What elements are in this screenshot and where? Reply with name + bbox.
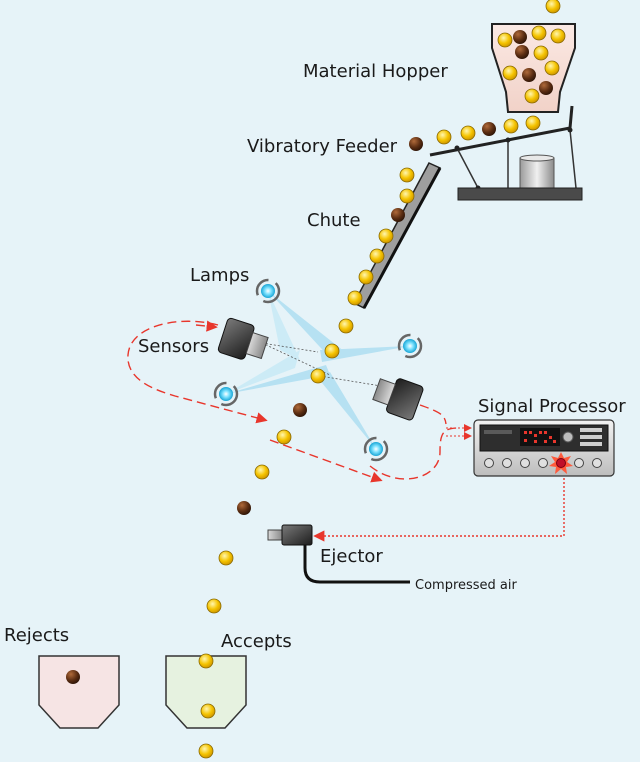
vibratory-feeder-label: Vibratory Feeder (247, 136, 398, 157)
lamp-icon (363, 436, 389, 462)
camera-sensor-icon (217, 317, 269, 360)
falling-items (206, 318, 354, 614)
sensor-sight-lines (261, 342, 382, 387)
vibratory-feeder (409, 105, 583, 201)
lamp-icon (397, 333, 423, 359)
signal-input-arrows (446, 424, 472, 440)
chute (347, 162, 442, 309)
compressed-air-label: Compressed air (415, 578, 518, 593)
lamps-label: Lamps (190, 265, 249, 286)
material-hopper (491, 0, 576, 113)
rejects-label: Rejects (4, 625, 69, 646)
chute-label: Chute (307, 210, 361, 231)
sensors-label: Sensors (138, 336, 209, 357)
light-beams (226, 291, 410, 449)
accepts-bin (165, 653, 247, 759)
lamp-icon (255, 278, 281, 304)
rejects-bin (38, 655, 120, 729)
signal-processor-icon (473, 419, 615, 477)
camera-sensor-icon (372, 378, 424, 421)
material-hopper-label: Material Hopper (303, 61, 448, 82)
ejector-signal-path (313, 478, 565, 542)
ejector-label: Ejector (320, 546, 383, 567)
ejector-icon (267, 524, 410, 584)
lamp-icon (213, 381, 239, 407)
accepts-label: Accepts (221, 631, 292, 652)
sensor-signal-path (127, 320, 459, 483)
signal-processor-label: Signal Processor (478, 396, 626, 417)
